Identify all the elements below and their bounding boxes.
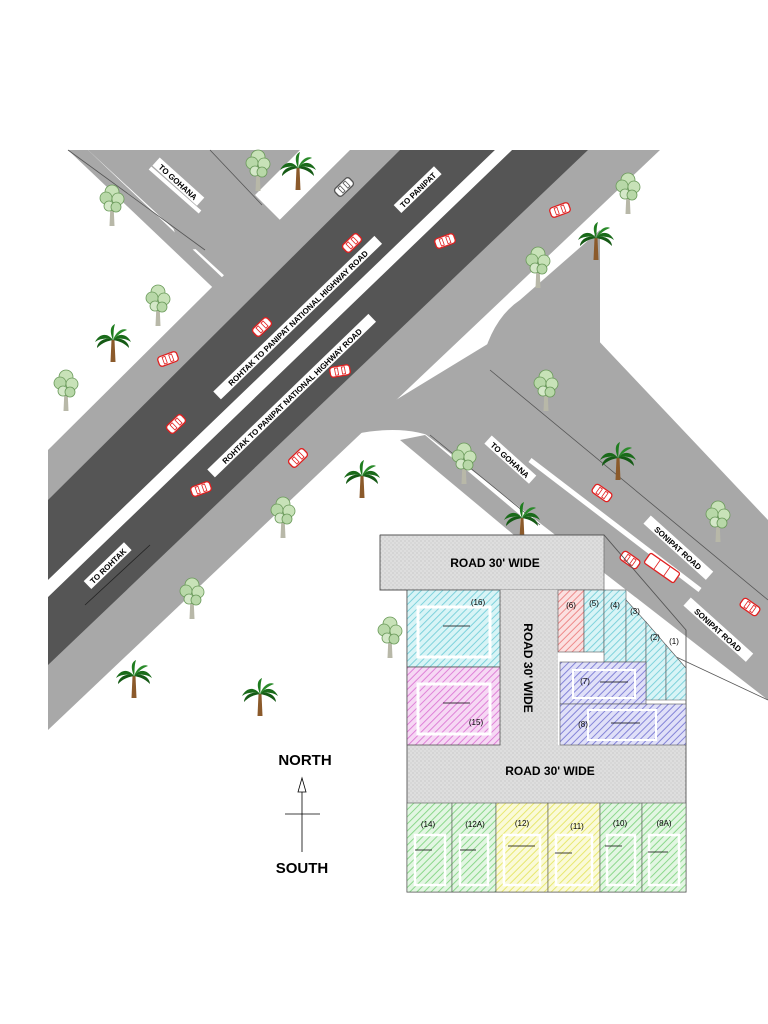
plot-4[interactable]: (4) [603,589,627,663]
plot-label: (8A) [656,819,671,828]
colony-road-middle-label: ROAD 30' WIDE [505,764,595,778]
colony-layout: ROAD 30' WIDE ROAD 30' WIDE ROAD 30' WID… [379,534,687,893]
plot-label: (8) [578,720,588,729]
plot-label: (11) [570,822,584,831]
palm-tree-icon [344,460,380,498]
plot-12[interactable]: (12) [495,802,549,893]
plot-label: (6) [566,601,576,610]
plot-12a[interactable]: (12A) [451,802,497,893]
plot-label: (7) [580,677,590,686]
plot-label: (4) [610,601,620,610]
palm-tree-icon [116,660,152,698]
plot-14[interactable]: (14) [406,802,453,893]
plot-label: (12) [515,819,530,828]
plot-label: (2) [650,633,660,642]
compass-north-label: NORTH [278,752,331,769]
palm-tree-icon [242,678,278,716]
plot-16[interactable]: (16) [406,589,501,668]
plot-label: (10) [613,819,628,828]
plot-6[interactable]: (6) [557,589,585,653]
plot-15[interactable]: (15) [406,666,501,746]
plot-2[interactable]: (2) [645,621,667,701]
highway-shoulder [48,150,660,730]
plot-label: (1) [669,637,679,646]
plot-10[interactable]: (10) [599,802,643,893]
plot-label: (14) [421,820,436,829]
vehicles [156,175,762,618]
plot-3[interactable]: (3) [625,599,647,663]
compass: NORTH SOUTH [276,752,332,877]
compass-south-label: SOUTH [276,860,329,877]
tree-icon [377,616,403,659]
plot-label: (15) [469,718,484,727]
colony-road-vertical [500,590,558,745]
plot-8a[interactable]: (8A) [641,802,687,893]
plot-label: (3) [630,607,640,616]
tree-icon [53,369,79,412]
palm-tree-icon [95,324,131,362]
colony-road-middle [407,745,686,803]
plot-8[interactable]: (8) [559,703,687,746]
highway-carriageway-south [48,150,588,665]
plot-label: (5) [589,599,599,608]
plot-label: (12A) [465,820,485,829]
plot-7[interactable]: (7) [559,661,647,705]
colony-road-vertical-label: ROAD 30' WIDE [521,623,535,713]
tree-icon [145,284,171,327]
plot-5[interactable]: (5) [583,589,605,653]
colony-road-top-label: ROAD 30' WIDE [450,556,540,570]
plot-11[interactable]: (11) [547,802,601,893]
plot-label: (16) [471,598,486,607]
plot-1[interactable]: (1) [665,637,687,701]
bus-icon [643,552,681,584]
